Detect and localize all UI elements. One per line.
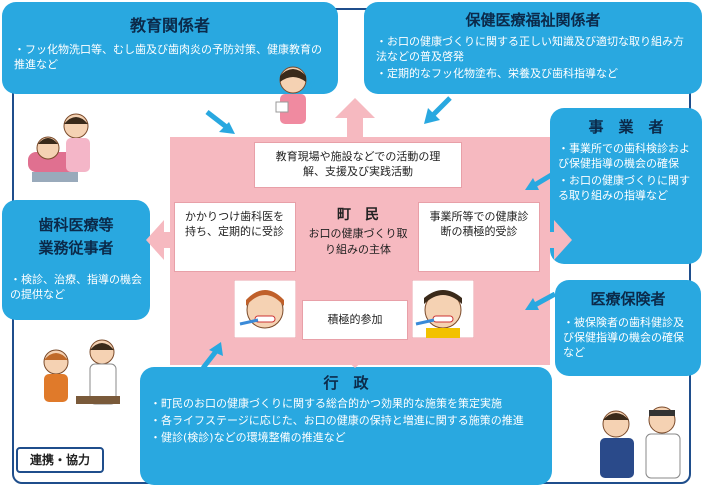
center-left-text: かかりつけ歯科医を持ち、定期的に受診 [185, 210, 285, 238]
arrow-education-to-center [205, 110, 235, 134]
health-welfare-title: 保健医療福祉関係者 [465, 11, 601, 29]
employer-line2: ・お口の健康づくりに関する取り組みの指導など [558, 174, 690, 202]
citizen-subtitle: お口の健康づくり取り組みの主体 [308, 227, 408, 256]
child-brushing-boy-icon [412, 280, 474, 338]
employer-box: 事 業 者 ・事業所での歯科検診および保健指導の機会の確保 ・お口の健康づくりに… [550, 108, 702, 264]
child-brushing-girl-icon [234, 280, 296, 338]
center-top-text: 教育現場や施設などでの活動の理解、支援及び実践活動 [275, 150, 441, 178]
citizen-title: 町 民 [337, 207, 379, 223]
administration-line3: ・健診(検診)などの環境整備の推進など [150, 431, 346, 444]
arrow-down-head [335, 340, 375, 368]
center-bottom-text: 積極的参加 [327, 313, 383, 326]
center-right-text: 事業所等での健康診断の積極的受診 [429, 210, 529, 238]
teacher-illustration [275, 66, 316, 124]
arrow-left [146, 220, 174, 260]
dentist-child-illustration [28, 113, 90, 182]
dental-title-line1: 歯科医療等 [38, 216, 114, 234]
administration-box: 行 政 ・町民のお口の健康づくりに関する総合的かつ効果的な施策を策定実施 ・各ラ… [140, 367, 552, 485]
doctor-patient-illustration [600, 406, 681, 479]
arrow-up [335, 98, 375, 140]
health-welfare-box: 保健医療福祉関係者 ・お口の健康づくりに関する正しい知識及び適切な取り組み方法な… [364, 2, 702, 94]
education-title: 教育関係者 [129, 16, 210, 35]
arrow-employer-to-center [525, 171, 555, 190]
center-left-box: かかりつけ歯科医を持ち、定期的に受診 [174, 202, 296, 272]
arrow-right [546, 220, 572, 260]
insurer-body: ・被保険者の歯科健診及び保健指導の機会の確保など [563, 316, 684, 359]
employer-line1: ・事業所での歯科検診および保健指導の機会の確保 [558, 142, 690, 170]
center-top-box: 教育現場や施設などでの活動の理解、支援及び実践活動 [254, 142, 462, 188]
dental-title-line2: 業務従事者 [38, 239, 114, 257]
education-body: ・フッ化物洗口等、むし歯及び歯肉炎の予防対策、健康教育の推進など [14, 43, 322, 71]
arrow-insurer-to-center [525, 292, 557, 310]
insurer-box: 医療保険者 ・被保険者の歯科健診及び保健指導の機会の確保など [555, 280, 701, 376]
employer-title: 事 業 者 [588, 118, 664, 136]
dental-body: ・検診、治療、指導の機会の提供など [10, 273, 142, 301]
center-right-box: 事業所等での健康診断の積極的受診 [418, 202, 540, 272]
administration-line2: ・各ライフステージに応じた、お口の健康の保持と増進に関する施策の推進 [150, 414, 524, 427]
doctor-child-illustration [43, 339, 120, 405]
health-welfare-line2: ・定期的なフッ化物塗布、栄養及び歯科指導など [376, 67, 618, 80]
administration-title: 行 政 [323, 374, 369, 392]
insurer-title: 医療保険者 [590, 290, 666, 308]
dental-box: 歯科医療等 業務従事者 ・検診、治療、指導の機会の提供など [2, 200, 150, 320]
arrow-health-to-center [424, 96, 452, 124]
cooperation-tag: 連携・協力 [16, 447, 104, 473]
arrow-administration-to-center [201, 342, 223, 370]
health-welfare-line1: ・お口の健康づくりに関する正しい知識及び適切な取り組み方法などの普及啓発 [376, 35, 684, 63]
center-bottom-box: 積極的参加 [302, 300, 408, 340]
administration-line1: ・町民のお口の健康づくりに関する総合的かつ効果的な施策を策定実施 [150, 397, 502, 410]
